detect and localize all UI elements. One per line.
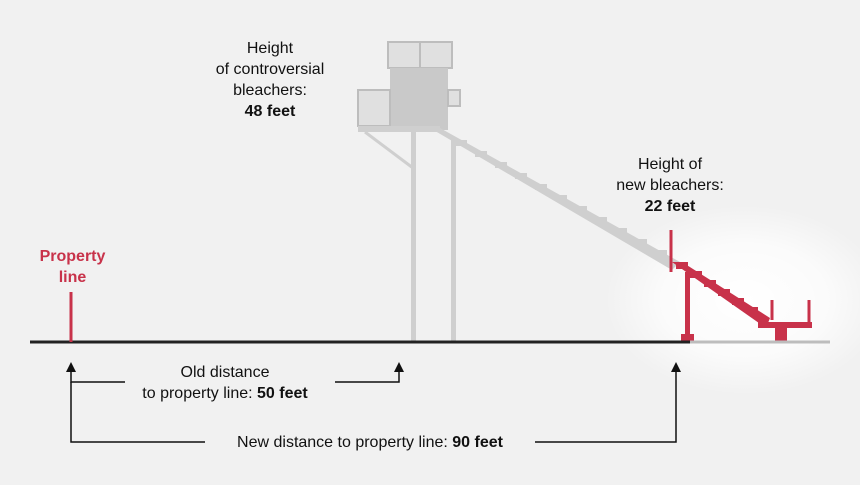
old-distance-arrow-left [66,362,76,372]
old-column-front [411,130,416,342]
old-distance-label-line2: to property line: [142,385,258,402]
property-line-label: Property line [20,246,125,288]
new-distance-arrow-right [671,362,681,372]
old-distance-value: 50 feet [257,385,308,402]
old-bleachers [357,41,680,342]
new-front-platform [758,322,812,328]
new-distance-label: New distance to property line: 90 feet [200,432,540,453]
new-front-base [775,328,787,342]
old-lower-panel-left [357,89,391,127]
old-bleachers-label-line3: bleachers: [233,82,307,99]
new-column [685,272,690,342]
old-bleachers-label-line1: Height [246,40,294,57]
new-column-base [681,334,694,342]
property-line-label-line2: line [58,269,87,286]
old-distance-label: Old distance to property line: 50 feet [120,362,330,404]
new-distance-label-text: New distance to property line: [237,434,453,451]
old-column-rear [451,140,456,342]
new-distance-value: 90 feet [452,434,503,451]
new-bleachers [669,230,812,342]
new-bleachers-label: Height of new bleachers: 22 feet [600,154,740,217]
old-stair-treads [455,140,667,256]
property-line-label-line1: Property [39,248,106,265]
old-distance-arrow-right [394,362,404,372]
old-lower-panel-right [447,89,461,107]
new-bleachers-height: 22 feet [644,198,696,215]
old-distance-label-line1: Old distance [180,364,270,381]
old-bleachers-label: Height of controversial bleachers: 48 fe… [195,38,345,122]
old-brace [364,130,414,170]
old-pressbox-body [390,68,448,130]
old-bleachers-label-line2: of controversial [215,61,325,78]
new-stair-treads [676,262,758,314]
old-platform [358,126,440,132]
new-bleachers-label-line1: Height of [637,156,703,173]
old-bleachers-height: 48 feet [244,103,296,120]
new-bleachers-label-line2: new bleachers: [616,177,724,194]
new-distance-dimension [70,370,677,443]
